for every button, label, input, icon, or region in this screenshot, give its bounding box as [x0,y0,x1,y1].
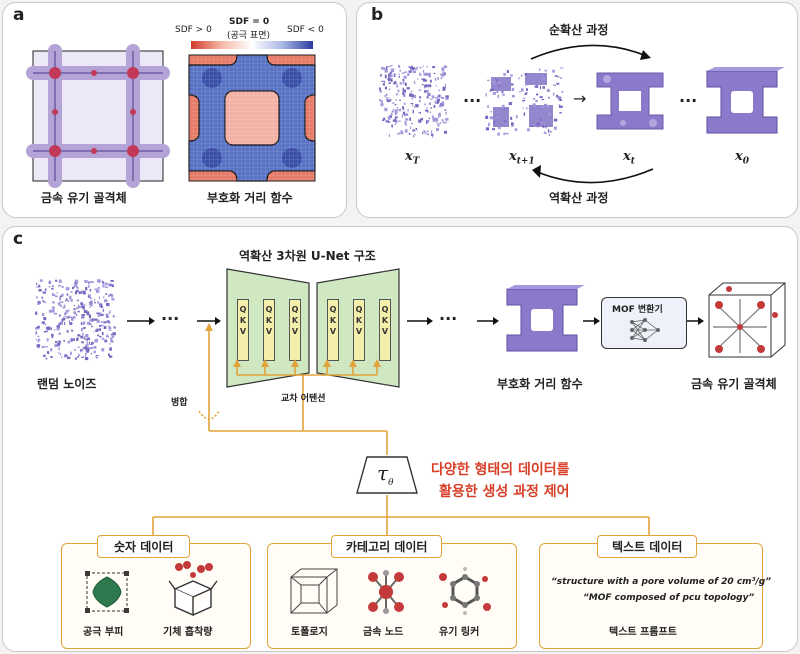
topology-icon [290,568,338,614]
noise-volume-xT [379,65,449,138]
neural-net-icon [630,318,660,342]
panel-c: c 역확산 3차원 U-Net 구조 랜덤 노이즈 ··· Q K V Q K V… [2,226,798,652]
step-label-x0: x0 [735,149,750,167]
colorbar-mid-sub-label: (공극 표면) [227,31,271,41]
numeric-data-box [61,543,251,649]
flow-ellipsis-left: ··· [161,309,180,328]
sdf-output-label: 부호화 거리 함수 [497,377,583,391]
metal-node-icon [368,570,404,614]
mof-lattice-image [26,44,170,188]
panel-a-label: a [13,5,25,25]
qkv-block: Q K V [263,299,275,361]
arrow-to-mof [687,317,704,325]
merge-label: 병합 [171,398,188,408]
random-noise-label: 랜덤 노이즈 [37,377,97,391]
qkv-block: Q K V [237,299,249,361]
text-data-box [539,543,763,649]
gas-adsorption-icon [168,561,218,617]
panel-c-label: c [13,229,24,249]
mof-converter-box: MOF 변환기 [601,297,687,349]
step-label-xt: xt [623,149,635,167]
panel-b: b 순확산 과정 ··· → ··· xT xt+1 xt x0 [356,2,798,218]
step-arrow: → [573,89,587,108]
sdf-output-volume [506,285,585,352]
mof-converter-label: MOF 변환기 [612,305,663,315]
forward-process-label: 순확산 과정 [549,23,609,37]
text-prompt-quote-1: “structure with a pore volume of 20 cm³/… [551,577,771,587]
sdf-heatmap-image [188,54,316,182]
numeric-data-title: 숫자 데이터 [97,535,191,558]
reverse-process-label: 역확산 과정 [549,191,609,205]
pore-volume-icon [85,571,129,613]
organic-linker-icon [439,567,491,615]
text-prompt-label: 텍스트 프롬프트 [609,627,677,638]
panel-a: a SDF > 0 SDF = 0 (공극 표면) SDF < 0 [2,2,347,218]
mof-output-label: 금속 유기 골격체 [691,377,777,391]
category-data-title: 카테고리 데이터 [331,535,443,558]
cross-attention-label: 교차 어텐션 [281,394,326,404]
arrow-to-converter [583,317,600,325]
text-prompt-quote-2: “MOF composed of pcu topology” [583,593,755,603]
step-label-xT: xT [405,149,420,167]
topology-label: 토폴로지 [291,627,328,638]
gas-adsorption-label: 기체 흡착량 [163,627,213,638]
colorbar-left-label: SDF > 0 [175,25,212,35]
panel-b-label: b [371,5,384,25]
colorbar-mid-label: SDF = 0 [229,17,270,27]
flow-arrows-mid [407,317,499,325]
metal-node-label: 금속 노드 [363,627,404,638]
reverse-arrow [532,165,654,184]
qkv-block: Q K V [379,299,391,361]
colorbar-right-label: SDF < 0 [287,25,324,35]
forward-arrow [530,44,651,60]
step-label-xt1: xt+1 [509,149,535,167]
flow-ellipsis-mid: ··· [439,309,458,328]
caption-sdf: 부호화 거리 함수 [207,191,293,205]
step-ellipsis-2: ··· [679,91,698,110]
step-ellipsis-1: ··· [463,91,482,110]
text-data-title: 텍스트 데이터 [597,535,698,558]
unet-title: 역확산 3차원 U-Net 구조 [239,249,376,263]
pore-volume-label: 공극 부피 [83,627,124,638]
conditioning-connectors [152,323,650,537]
sdf-volume-xt [596,72,664,130]
control-title-line2: 활용한 생성 과정 제어 [439,484,570,500]
flow-arrows-left [127,317,221,325]
tau-encoder-label: τθ [377,461,394,488]
sdf-volume-x0 [706,67,785,134]
noise-volume-xt1 [485,67,564,136]
control-title-line1: 다양한 형태의 데이터를 [431,462,570,478]
qkv-block: Q K V [327,299,339,361]
mof-crystal-cube [708,282,786,358]
random-noise-volume [35,279,116,361]
organic-linker-label: 유기 링커 [439,627,480,638]
qkv-block: Q K V [353,299,365,361]
sdf-colorbar [191,41,313,49]
caption-mof: 금속 유기 골격체 [41,191,127,205]
qkv-block: Q K V [289,299,301,361]
tau-encoder-shape [356,456,418,494]
